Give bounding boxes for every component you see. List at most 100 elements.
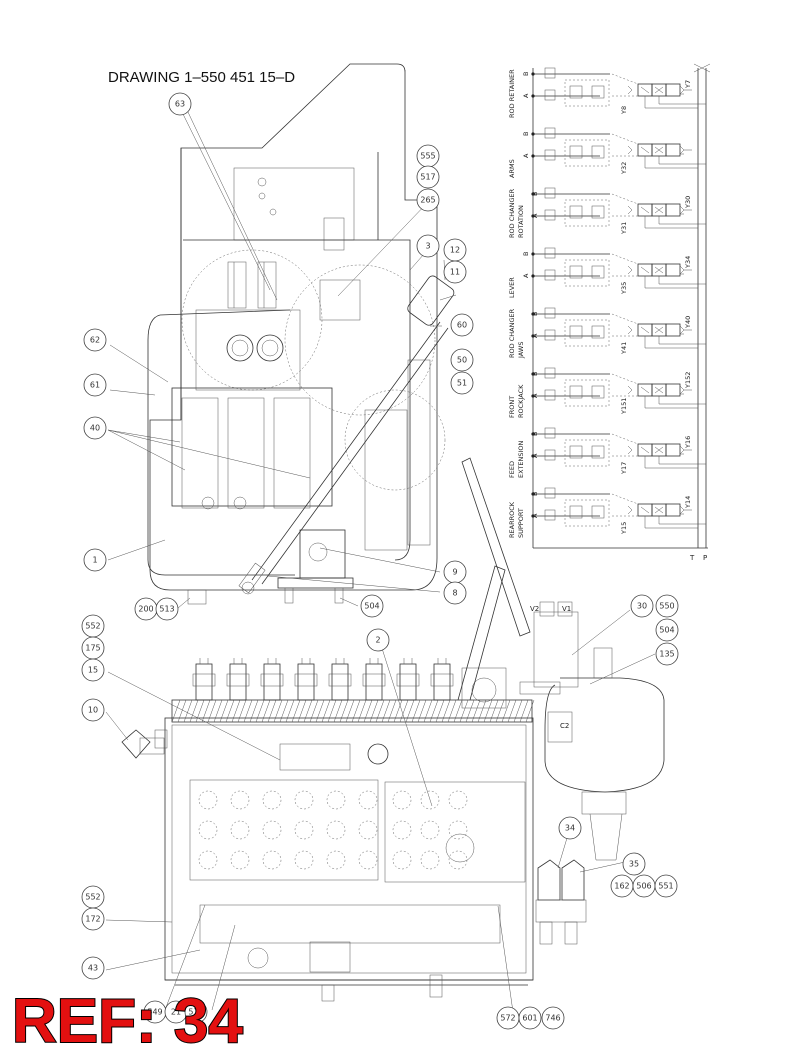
schematic-pressure-label: P [703,554,707,562]
valve-tag: Y8 [620,106,628,115]
callout-label: 504 [364,602,379,611]
callout-label: 21 [171,1008,181,1017]
drawing-title: DRAWING 1–550 451 15–D [108,69,295,86]
port-label-v2: V2 [530,605,539,613]
leader-lines [105,107,656,1013]
callout-label: 517 [420,173,435,182]
port-letter: A [531,453,539,458]
callout-label: 555 [420,152,435,161]
callout-bubble [81,658,105,682]
valve-tag: Y32 [620,162,628,175]
callout-bubble [416,234,440,258]
callout-c2: 2 [366,628,390,652]
callout-label: 552 [85,893,100,902]
callout-label: 11 [450,268,460,277]
callout-c11: 11 [443,260,467,284]
callout-bubble [83,548,107,572]
callout-c601: 601 [518,1006,542,1030]
callout-c3: 3 [416,234,440,258]
callout-c504b: 504 [655,618,679,642]
callout-c60: 60 [450,313,474,337]
valve-tag: Y16 [684,436,692,449]
port-letter: A [531,513,539,518]
callout-label: 8 [452,589,457,598]
callout-bubble [630,594,654,618]
callout-label: 40 [90,424,100,433]
function-label: ROTATION [517,205,525,238]
callout-bubble [168,92,192,116]
valve-tag: Y31 [620,222,628,235]
callout-label: 172 [85,915,100,924]
callout-label: 746 [545,1014,560,1023]
valve-tag: Y30 [684,196,692,209]
callout-c175: 175 [81,636,105,660]
callout-label: 513 [159,605,174,614]
function-label: ROD RETAINER [508,69,516,118]
callout-c50: 50 [450,348,474,372]
callout-bubble [416,165,440,189]
callout-bubble [360,594,384,618]
callout-c15: 15 [81,658,105,682]
callout-label: 30 [637,602,647,611]
lower-assembly-view: V2 V1 C2 [121,457,665,1002]
callout-label: 34 [565,824,575,833]
valve-tag: Y35 [620,282,628,295]
callout-c572: 572 [496,1006,520,1030]
callout-label: 3 [425,242,430,251]
schematic-tank-label: T [689,554,695,562]
callout-label: 135 [659,650,674,659]
callout-c517: 517 [416,165,440,189]
valve-tag: Y152 [684,372,692,389]
callout-c63: 63 [168,92,192,116]
valve-tag: Y7 [684,80,692,89]
callout-label: 50 [457,356,467,365]
port-letter: A [531,393,539,398]
callout-c51: 51 [450,371,474,395]
callout-c555: 555 [416,144,440,168]
callout-label: 10 [88,706,98,715]
callout-c746: 746 [541,1006,565,1030]
function-label: FRONT [508,396,516,418]
callout-bubble [655,642,679,666]
callout-bubble [81,956,105,980]
callout-c552a: 552 [81,614,105,638]
callout-c575: 575 [184,1000,208,1024]
function-label: FEED [508,461,516,478]
callout-bubble [450,371,474,395]
callout-label: 35 [629,860,639,869]
port-letter: A [531,213,539,218]
function-label: JAWS [517,342,525,359]
callout-label: 63 [175,100,185,109]
callout-label: 60 [457,321,467,330]
port-label-c2: C2 [560,722,569,730]
callout-bubble [366,628,390,652]
callout-bubble [83,328,107,352]
upper-assembly-view [147,63,455,605]
valve-tag: Y151 [620,398,628,415]
valve-tag: Y17 [620,462,628,475]
callout-c506: 506 [632,874,656,898]
callout-c9: 9 [443,560,467,584]
callout-label: 61 [90,381,100,390]
callout-label: 62 [90,336,100,345]
callout-bubble [622,852,646,876]
callout-label: 506 [636,882,651,891]
function-label: ROD CHANGER [508,308,516,358]
callout-c61: 61 [83,373,107,397]
function-label: ROD CHANGER [508,188,516,238]
ref-stamp: REF: 34 [12,987,243,1053]
callout-bubble [450,313,474,337]
callout-bubble [558,816,582,840]
callout-c62: 62 [83,328,107,352]
callout-bubble [654,874,678,898]
callout-bubble [184,1000,208,1024]
callout-c504a: 504 [360,594,384,618]
callout-bubble [81,907,105,931]
valve-tag: Y40 [684,316,692,329]
